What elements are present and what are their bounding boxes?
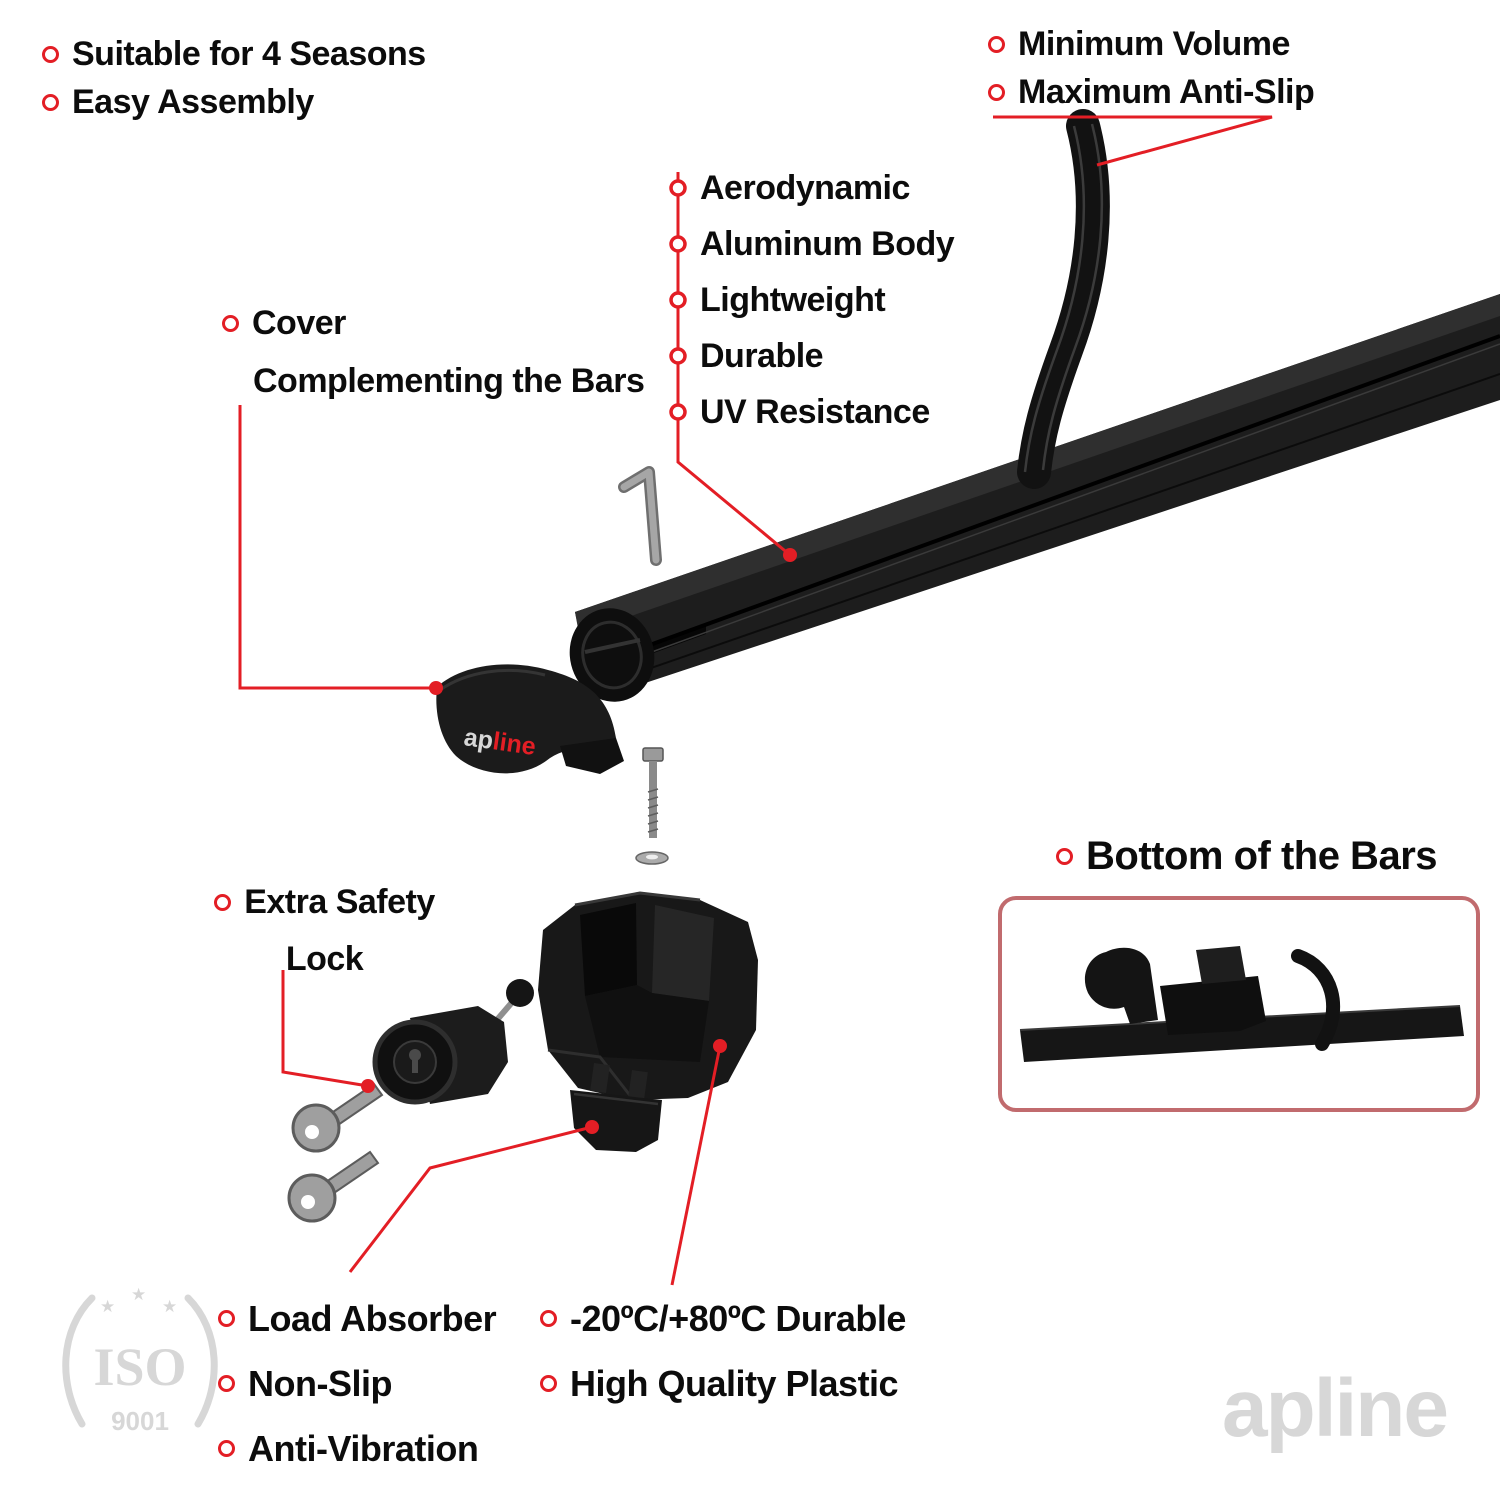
star-icon: ★ bbox=[162, 1297, 177, 1316]
star-icon: ★ bbox=[131, 1285, 146, 1304]
callout-row: Maximum Anti-Slip bbox=[988, 68, 1315, 116]
callout-row: Extra Safety bbox=[212, 874, 437, 931]
bullet-icon bbox=[218, 1310, 235, 1327]
callout-text: Load Absorber bbox=[248, 1297, 497, 1339]
callout-row: Non-Slip bbox=[218, 1351, 496, 1416]
callout-cover: Cover Complementing the Bars bbox=[222, 294, 645, 410]
callout-text: Suitable for 4 Seasons bbox=[72, 34, 426, 73]
callout-row: UV Resistance bbox=[700, 384, 954, 440]
safety-lock-illustration bbox=[372, 979, 534, 1105]
iso-label: ISO bbox=[93, 1337, 186, 1397]
callout-text: High Quality Plastic bbox=[570, 1362, 899, 1404]
feature-list-bullets bbox=[669, 179, 687, 421]
callout-row: Lock bbox=[212, 931, 437, 988]
callout-text: Non-Slip bbox=[248, 1362, 392, 1404]
callout-row: Suitable for 4 Seasons bbox=[42, 30, 426, 78]
callout-row: Bottom of the Bars bbox=[1056, 832, 1438, 880]
callout-material: -20ºC/+80ºC Durable High Quality Plastic bbox=[540, 1286, 906, 1416]
callout-row: Lightweight bbox=[700, 272, 954, 328]
bullet-icon bbox=[222, 314, 239, 332]
bar-bottom-illustration bbox=[1019, 946, 1464, 1062]
bolt-illustration bbox=[642, 747, 664, 838]
callout-row: Load Absorber bbox=[218, 1286, 497, 1351]
callout-text: Minimum Volume bbox=[1018, 24, 1290, 63]
keys-illustration bbox=[287, 1082, 384, 1223]
washer-illustration bbox=[635, 851, 669, 865]
bullet-icon bbox=[988, 35, 1005, 53]
callout-bar-features: Aerodynamic Aluminum Body Lightweight Du… bbox=[700, 160, 955, 440]
callout-text: Easy Assembly bbox=[72, 82, 314, 121]
callout-text: Extra Safety bbox=[244, 883, 435, 921]
callout-text: Durable bbox=[700, 336, 824, 375]
inset-bottom-bars bbox=[998, 896, 1480, 1112]
bullet-icon bbox=[42, 45, 59, 63]
callout-text: Lock bbox=[285, 940, 364, 978]
bullet-icon bbox=[42, 93, 59, 111]
callout-text: Bottom of the Bars bbox=[1086, 833, 1438, 878]
callout-row: Aerodynamic bbox=[700, 160, 954, 216]
bullet-icon bbox=[988, 83, 1005, 101]
callout-antislip: Minimum Volume Maximum Anti-Slip bbox=[988, 20, 1315, 116]
iso-number: 9001 bbox=[111, 1406, 169, 1436]
callout-row: Aluminum Body bbox=[700, 216, 955, 272]
allen-key-illustration bbox=[618, 466, 662, 566]
apline-watermark: apline bbox=[1222, 1363, 1449, 1454]
callout-seasons: Suitable for 4 Seasons Easy Assembly bbox=[42, 30, 426, 126]
bullet-icon bbox=[218, 1375, 235, 1392]
callout-row: High Quality Plastic bbox=[540, 1351, 906, 1416]
cover-illustration: apline bbox=[436, 664, 624, 774]
callout-text: Complementing the Bars bbox=[253, 361, 645, 400]
callout-text: Lightweight bbox=[700, 280, 886, 319]
callout-lines bbox=[238, 115, 1273, 1286]
callout-text: UV Resistance bbox=[700, 392, 930, 431]
bullet-icon bbox=[540, 1375, 557, 1392]
bullet-icon bbox=[218, 1440, 235, 1457]
mounting-foot-illustration bbox=[538, 891, 758, 1100]
callout-endpoint-dots bbox=[361, 548, 797, 1134]
callout-inset-title: Bottom of the Bars bbox=[1056, 832, 1438, 880]
cover-logo: apline bbox=[462, 723, 538, 761]
callout-text: Maximum Anti-Slip bbox=[1018, 72, 1315, 111]
callout-row: Easy Assembly bbox=[42, 78, 426, 126]
callout-text: Aluminum Body bbox=[700, 224, 955, 263]
callout-foot-features: Load Absorber Non-Slip Anti-Vibration bbox=[218, 1286, 497, 1481]
callout-text: -20ºC/+80ºC Durable bbox=[570, 1297, 906, 1339]
bullet-icon bbox=[214, 894, 232, 911]
callout-row: Durable bbox=[700, 328, 954, 384]
rubber-strip-illustration bbox=[1017, 109, 1110, 489]
bullet-icon bbox=[540, 1310, 557, 1327]
bullet-icon bbox=[1056, 847, 1073, 865]
callout-row: Anti-Vibration bbox=[218, 1416, 496, 1481]
callout-row: Cover bbox=[222, 294, 644, 352]
callout-row: -20ºC/+80ºC Durable bbox=[540, 1286, 906, 1351]
callout-text: Cover bbox=[252, 303, 346, 342]
callout-row: Minimum Volume bbox=[988, 20, 1314, 68]
star-icon: ★ bbox=[100, 1297, 115, 1316]
iso-9001-badge: ★ ★ ★ ISO 9001 bbox=[62, 1285, 218, 1436]
callout-row: Complementing the Bars bbox=[222, 352, 645, 410]
callout-lock: Extra Safety Lock bbox=[212, 874, 437, 988]
load-absorber-illustration bbox=[570, 1063, 662, 1152]
callout-text: Aerodynamic bbox=[700, 168, 910, 207]
callout-text: Anti-Vibration bbox=[248, 1427, 479, 1469]
